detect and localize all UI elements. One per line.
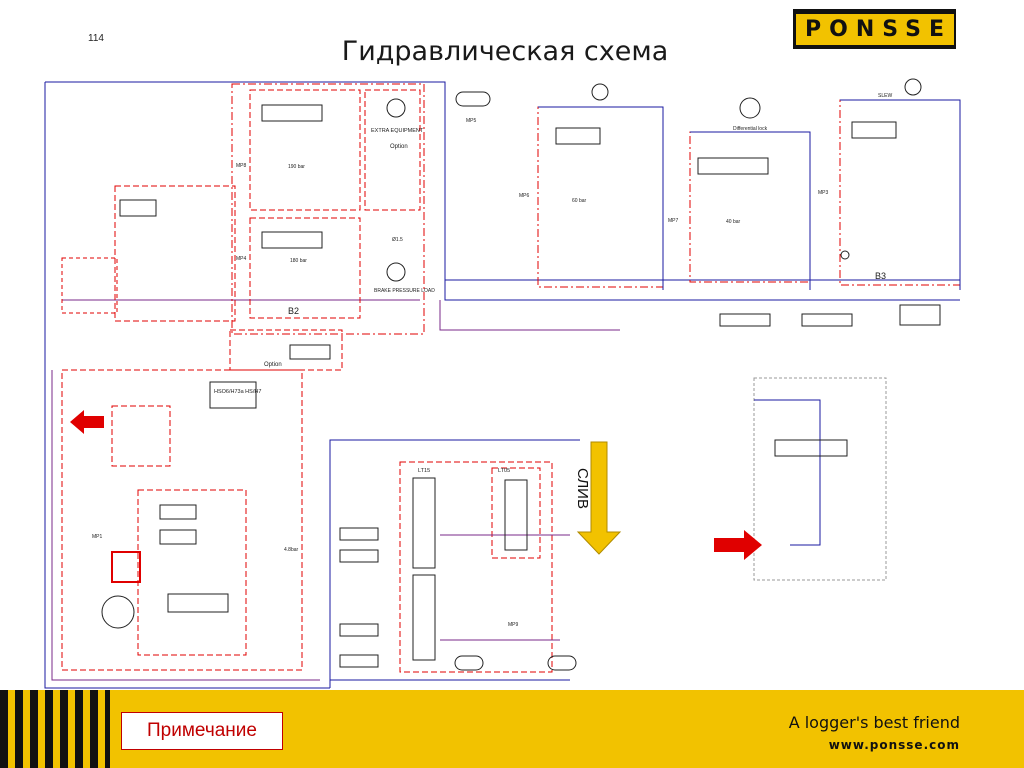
hydraulic-schematic: EXTRA EQUIPMENT Option Option BRAKE PRES… bbox=[44, 78, 961, 689]
footer-stripes bbox=[0, 690, 110, 768]
slogan: A logger's best friend bbox=[788, 713, 960, 732]
input-arrow-left bbox=[70, 410, 104, 434]
label-lt15: LT15 bbox=[418, 468, 430, 474]
logo-text: PONSSE bbox=[795, 13, 954, 45]
label-190-bar: 190 bar bbox=[288, 164, 305, 170]
label-differential-lock: Differential lock bbox=[733, 126, 768, 132]
label-option-bottom: Option bbox=[264, 362, 282, 368]
label-mp7: MP7 bbox=[668, 218, 679, 224]
label-4-8-bar: 4.8bar bbox=[284, 547, 299, 553]
website-link[interactable]: www.ponsse.com bbox=[828, 738, 960, 752]
label-mp5: MP5 bbox=[466, 118, 477, 124]
ponsse-logo: PONSSE bbox=[793, 9, 956, 49]
label-mp9: MP9 bbox=[508, 622, 519, 628]
label-mp4: MP4 bbox=[236, 256, 247, 262]
label-40-bar: 40 bar bbox=[726, 219, 741, 225]
label-b2: B2 bbox=[288, 306, 299, 316]
label-mp1: MP1 bbox=[92, 534, 103, 540]
drain-arrow bbox=[576, 441, 622, 555]
label-b3: B3 bbox=[875, 271, 886, 281]
label-brake-pressure: BRAKE PRESSURE LOAD bbox=[374, 288, 435, 294]
label-mp3: MP3 bbox=[818, 190, 829, 196]
label-60-bar: 60 bar bbox=[572, 198, 587, 204]
page-title: Гидравлическая схема bbox=[341, 36, 669, 67]
label-slew: SLEW bbox=[878, 93, 892, 99]
label-drain: СЛИВ bbox=[574, 468, 591, 509]
label-option: Option bbox=[390, 144, 408, 150]
label-mp6: MP6 bbox=[519, 193, 530, 199]
page-number: 114 bbox=[88, 33, 104, 44]
label-180-bar: 180 bar bbox=[290, 258, 307, 264]
label-lt05: LT05 bbox=[498, 468, 510, 474]
label-mp8: MP8 bbox=[236, 163, 247, 169]
label-valve-code: HSO6/H73a HS/H7 bbox=[214, 389, 261, 395]
label-orifice: Ø1.5 bbox=[392, 237, 403, 243]
input-arrow-right bbox=[714, 530, 762, 560]
note-button[interactable]: Примечание bbox=[121, 712, 283, 750]
label-extra-equipment: EXTRA EQUIPMENT bbox=[371, 128, 424, 134]
